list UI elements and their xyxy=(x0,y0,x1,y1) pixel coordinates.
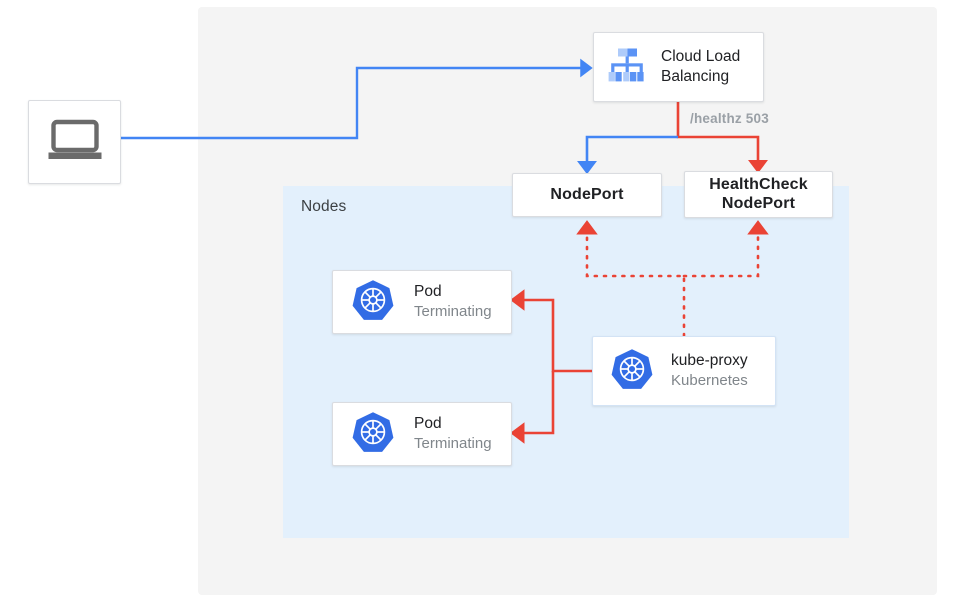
nodeport-service: NodePort xyxy=(512,173,662,217)
laptop-icon xyxy=(47,119,103,166)
nodeport-label: NodePort xyxy=(550,185,624,203)
cloud-load-balancing-node: Cloud Load Balancing xyxy=(593,32,764,102)
pod-status-1: Terminating xyxy=(414,303,492,321)
kubernetes-icon xyxy=(351,278,395,327)
kube-proxy-name: kube-proxy xyxy=(671,352,748,370)
pod-node-2: Pod Terminating xyxy=(332,402,512,466)
kube-proxy-subtitle: Kubernetes xyxy=(671,372,748,390)
pod-node-1: Pod Terminating xyxy=(332,270,512,334)
healthcheck-nodeport-line1: HealthCheck xyxy=(709,176,808,194)
pod-status-2: Terminating xyxy=(414,435,492,453)
healthcheck-nodeport-line2: NodePort xyxy=(721,194,796,212)
kubernetes-icon xyxy=(351,410,395,459)
cloud-load-balancing-icon xyxy=(607,46,647,89)
nodes-panel-label: Nodes xyxy=(301,198,347,215)
kubernetes-icon xyxy=(610,347,654,396)
client-node xyxy=(28,100,121,184)
cloud-load-balancing-line1: Cloud Load xyxy=(661,47,741,65)
pod-name-2: Pod xyxy=(414,415,442,433)
pod-name-1: Pod xyxy=(414,283,442,301)
healthz-503-label: /healthz 503 xyxy=(690,111,769,126)
healthcheck-nodeport-service: HealthCheck NodePort xyxy=(684,171,833,218)
cloud-load-balancing-line2: Balancing xyxy=(661,68,730,85)
kube-proxy-node: kube-proxy Kubernetes xyxy=(592,336,776,406)
